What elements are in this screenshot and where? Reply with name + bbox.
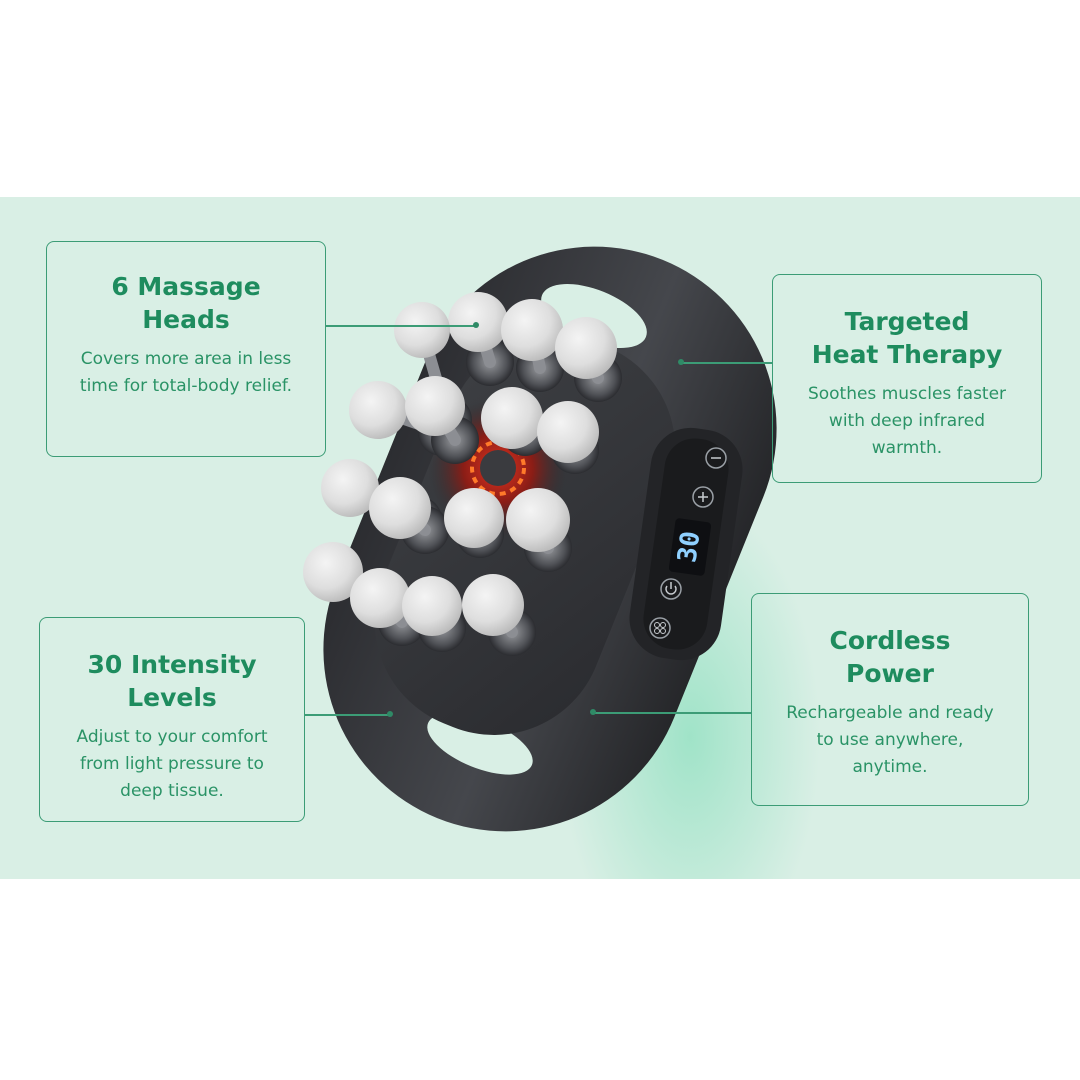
- massage-head: [444, 488, 504, 558]
- digital-display: 30: [668, 518, 712, 576]
- leader-line-heat: [682, 362, 772, 364]
- callout-description: Covers more area in less time for total-…: [79, 349, 293, 396]
- callout-intensity-levels: 30 Intensity Levels Adjust to your comfo…: [39, 617, 305, 822]
- callout-massage-heads: 6 Massage Heads Covers more area in less…: [46, 241, 326, 457]
- leader-line-levels: [305, 714, 391, 716]
- leader-dot-heat: [678, 359, 684, 365]
- massage-ball: [481, 387, 543, 449]
- massage-ball: [369, 477, 431, 539]
- callout-title: Targeted Heat Therapy: [811, 307, 1003, 369]
- control-minus-button[interactable]: [705, 447, 727, 469]
- massage-head: [555, 317, 622, 402]
- control-mode-button[interactable]: [649, 617, 671, 639]
- massage-ball: [506, 488, 570, 552]
- massage-ball: [303, 542, 363, 602]
- massage-head: [481, 387, 549, 456]
- massage-ball: [321, 459, 379, 517]
- massage-head: [537, 401, 599, 474]
- power-icon: [660, 578, 682, 600]
- massage-heads: [303, 292, 622, 656]
- callout-description: Soothes muscles faster with deep infrare…: [807, 384, 1007, 458]
- leader-dot-levels: [387, 711, 393, 717]
- callout-title: 6 Massage Heads: [111, 272, 261, 334]
- massage-ball: [350, 568, 410, 628]
- control-power-button[interactable]: [660, 578, 682, 600]
- massage-ball: [555, 317, 617, 379]
- massage-ball: [349, 381, 407, 439]
- massage-ball: [394, 302, 450, 358]
- callout-description: Adjust to your comfort from light pressu…: [76, 727, 268, 801]
- callout-description: Rechargeable and ready to use anywhere, …: [786, 703, 994, 777]
- massage-ball: [501, 299, 563, 361]
- massage-head: [506, 488, 572, 572]
- minus-icon: [705, 447, 727, 469]
- callout-cordless-power: Cordless Power Rechargeable and ready to…: [751, 593, 1029, 806]
- massage-ball: [444, 488, 504, 548]
- plus-icon: [692, 486, 714, 508]
- massage-ball: [405, 376, 465, 436]
- massage-ball: [462, 574, 524, 636]
- intensity-readout: 30: [672, 529, 706, 564]
- mode-icon: [649, 617, 671, 639]
- callout-title: Cordless Power: [829, 626, 951, 688]
- massage-ball: [537, 401, 599, 463]
- leader-line-power: [594, 712, 751, 714]
- leader-dot-power: [590, 709, 596, 715]
- massage-ball: [402, 576, 462, 636]
- massage-head: [369, 477, 449, 554]
- massage-head: [501, 299, 564, 392]
- massage-head: [462, 574, 536, 656]
- massage-head: [402, 576, 466, 652]
- massage-head: [405, 376, 479, 464]
- callout-title: 30 Intensity Levels: [87, 650, 257, 712]
- leader-dot-heads: [473, 322, 479, 328]
- control-plus-button[interactable]: [692, 486, 714, 508]
- callout-heat-therapy: Targeted Heat Therapy Soothes muscles fa…: [772, 274, 1042, 483]
- leader-line-heads: [326, 325, 476, 327]
